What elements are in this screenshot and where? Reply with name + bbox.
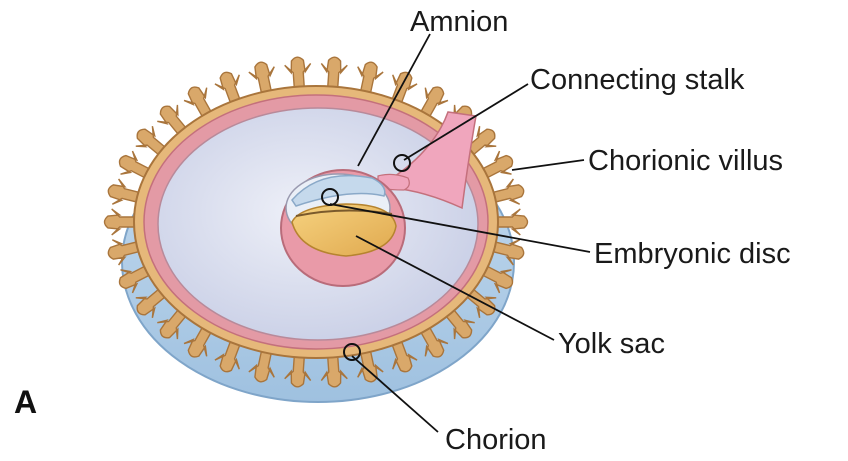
villus-branch bbox=[494, 179, 524, 204]
villus-branch bbox=[215, 72, 240, 102]
villus-branch bbox=[285, 57, 311, 87]
label-embryonic-disc: Embryonic disc bbox=[594, 240, 791, 269]
villus-branch bbox=[421, 87, 448, 116]
villus-branch bbox=[136, 126, 165, 154]
villus-branch bbox=[184, 87, 211, 116]
villus-branch bbox=[157, 105, 185, 134]
villus-branch bbox=[119, 151, 148, 177]
villus-branch bbox=[358, 62, 383, 92]
leader-chorionic-villus bbox=[512, 160, 584, 170]
villus-branch bbox=[249, 62, 274, 92]
villus-branch bbox=[321, 57, 347, 87]
label-amnion: Amnion bbox=[410, 8, 508, 37]
label-yolk-sac: Yolk sac bbox=[558, 330, 665, 359]
villus-branch bbox=[483, 151, 512, 177]
panel-letter: A bbox=[14, 384, 37, 421]
label-chorionic-villus: Chorionic villus bbox=[588, 147, 783, 176]
villus-branch bbox=[108, 179, 138, 204]
label-connecting-stalk: Connecting stalk bbox=[530, 66, 744, 95]
label-chorion: Chorion bbox=[445, 426, 547, 455]
